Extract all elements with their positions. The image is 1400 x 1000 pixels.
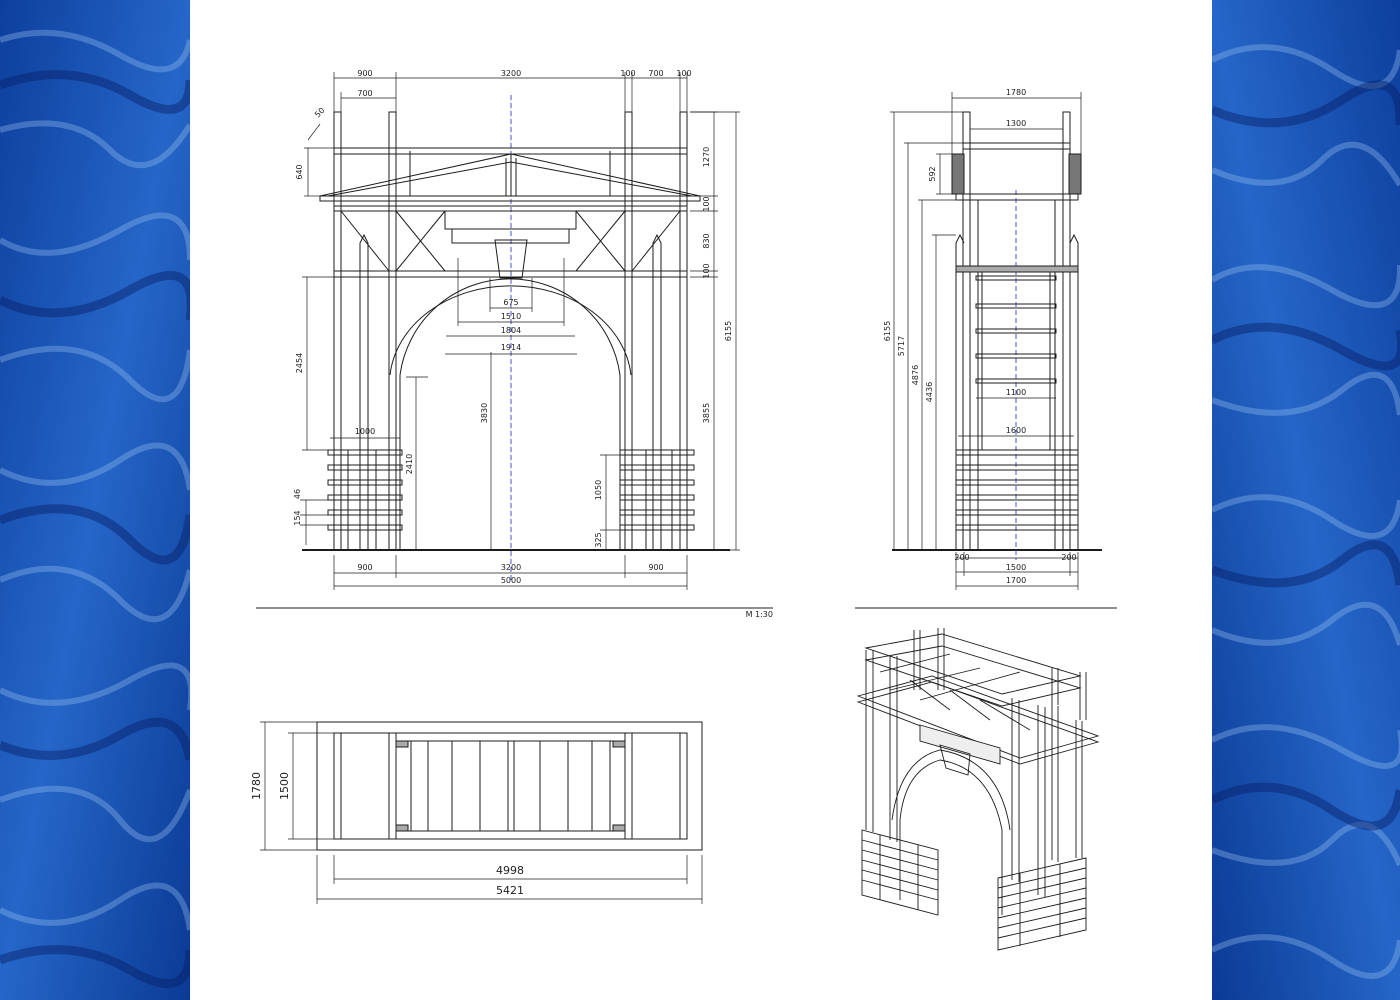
dim-front-arch-spring: 2410 bbox=[405, 454, 414, 474]
dim-side-height-2: 4876 bbox=[911, 365, 920, 385]
plan-view bbox=[260, 721, 703, 904]
post-right-inner bbox=[624, 111, 633, 551]
dim-plan-outer-length: 5421 bbox=[496, 884, 524, 897]
dim-arch-3: 1914 bbox=[501, 343, 521, 352]
post-left-inner bbox=[388, 111, 397, 551]
dim-side-base-width: 1600 bbox=[1006, 426, 1026, 435]
dim-front-base-width: 1000 bbox=[355, 427, 375, 436]
plan-outline bbox=[316, 721, 703, 851]
dim-plan-inner-height: 1500 bbox=[278, 772, 291, 800]
dim-side-bottom-total: 1700 bbox=[1006, 576, 1026, 585]
technical-drawing: 900 3200 100 700 100 700 50 640 2454 46 … bbox=[250, 69, 1117, 951]
dim-front-left-2: 46 bbox=[293, 489, 302, 499]
eave-beam bbox=[319, 195, 701, 202]
dim-side-height-1: 5717 bbox=[897, 336, 906, 356]
iso-base-left bbox=[861, 829, 939, 916]
side-dimensions bbox=[890, 92, 1082, 590]
front-right-dimensions bbox=[600, 111, 740, 551]
dim-front-top-3: 700 bbox=[648, 69, 663, 78]
dim-front-right-1: 100 bbox=[702, 196, 711, 211]
front-bottom-dimensions bbox=[333, 555, 688, 590]
isometric-view bbox=[856, 628, 1100, 951]
dim-front-base-rail: 325 bbox=[594, 532, 603, 547]
side-elevation bbox=[890, 92, 1102, 590]
dim-front-top-2: 100 bbox=[620, 69, 635, 78]
plan-dimensions bbox=[260, 721, 703, 904]
dim-side-inner-top: 1300 bbox=[1006, 119, 1026, 128]
dim-front-angle-50: 50 bbox=[313, 106, 327, 120]
dim-front-right-2: 830 bbox=[702, 233, 711, 248]
dim-front-total-height: 6155 bbox=[724, 321, 733, 341]
dim-front-right-4: 3855 bbox=[702, 403, 711, 423]
dim-front-top-4: 100 bbox=[676, 69, 691, 78]
arch-inner bbox=[399, 278, 621, 550]
dim-front-700: 700 bbox=[357, 89, 372, 98]
dim-plan-inner-length: 4998 bbox=[496, 864, 524, 877]
water-texture-right bbox=[1212, 0, 1400, 1000]
dim-side-bottom-2: 200 bbox=[1061, 553, 1076, 562]
dim-arch-2: 1804 bbox=[501, 326, 521, 335]
iso-base-right bbox=[997, 857, 1087, 951]
dim-arch-0: 675 bbox=[503, 298, 518, 307]
dim-front-left-3: 154 bbox=[293, 510, 302, 525]
dim-front-left-1: 2454 bbox=[295, 353, 304, 373]
dim-front-rail-spacing: 1050 bbox=[594, 480, 603, 500]
dim-side-bottom-1: 1500 bbox=[1006, 563, 1026, 572]
dim-side-bottom-0: 200 bbox=[954, 553, 969, 562]
dim-front-left-0: 640 bbox=[295, 164, 304, 179]
side-overhang-left bbox=[951, 153, 965, 195]
lower-beam bbox=[333, 270, 688, 278]
front-top-dimensions bbox=[307, 72, 688, 141]
dim-front-bottom-1: 3200 bbox=[501, 563, 521, 572]
post-left-outer bbox=[333, 111, 342, 551]
dim-front-center-height: 3830 bbox=[480, 403, 489, 423]
post-right-outer bbox=[679, 111, 688, 551]
dim-side-height-0: 6155 bbox=[883, 321, 892, 341]
dim-side-top-width: 1780 bbox=[1006, 88, 1026, 97]
dim-arch-1: 1510 bbox=[501, 312, 521, 321]
dim-front-top-0: 900 bbox=[357, 69, 372, 78]
side-ladder bbox=[975, 272, 1057, 450]
dim-side-overhang: 592 bbox=[928, 166, 937, 181]
side-overhang-right bbox=[1068, 153, 1082, 195]
keystone bbox=[494, 239, 528, 279]
dim-side-ladder-width: 1100 bbox=[1006, 388, 1026, 397]
scale-label: M 1:30 bbox=[746, 610, 773, 619]
dim-front-bottom-total: 5000 bbox=[501, 576, 521, 585]
water-texture-left bbox=[0, 0, 190, 1000]
arch-outer bbox=[389, 285, 632, 376]
dim-front-bottom-2: 900 bbox=[648, 563, 663, 572]
dim-front-bottom-0: 900 bbox=[357, 563, 372, 572]
taper-post-left bbox=[359, 233, 369, 550]
front-elevation bbox=[300, 72, 740, 590]
taper-post-right bbox=[652, 233, 662, 550]
dim-side-height-3: 4436 bbox=[925, 382, 934, 402]
arch-width-dimensions bbox=[445, 258, 577, 355]
dim-front-top-1: 3200 bbox=[501, 69, 521, 78]
base-slats-right bbox=[619, 449, 695, 550]
dim-plan-outer-height: 1780 bbox=[250, 772, 263, 800]
roof-line bbox=[319, 153, 701, 197]
dim-front-right-0: 1270 bbox=[702, 147, 711, 167]
side-base-slats bbox=[955, 449, 1079, 531]
front-left-dimensions bbox=[300, 147, 492, 550]
dim-front-right-3: 100 bbox=[702, 263, 711, 278]
drawing-sheet: 900 3200 100 700 100 700 50 640 2454 46 … bbox=[190, 0, 1212, 1000]
base-slats-left bbox=[327, 449, 403, 550]
